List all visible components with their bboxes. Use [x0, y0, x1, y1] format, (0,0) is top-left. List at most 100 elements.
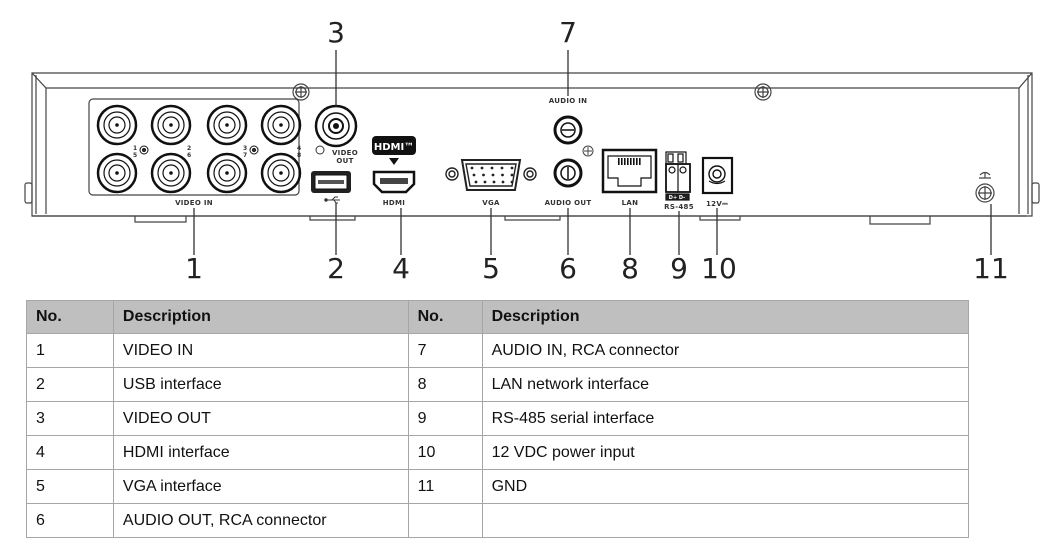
cell-no: 7 — [407, 333, 483, 368]
callout-number: 3 — [327, 16, 345, 49]
bnc-connector — [206, 152, 248, 194]
power-label: 12V⎓ — [706, 200, 728, 208]
rs485-label: RS-485 — [664, 203, 694, 211]
rs485-pin-labels: D+ D- — [669, 195, 685, 201]
screw-icon — [292, 83, 310, 101]
lan-pin — [621, 158, 623, 165]
hdmi-port: HDMI™ HDMI — [372, 136, 416, 207]
callout-number: 2 — [327, 252, 345, 285]
video-in-label: VIDEO IN — [175, 199, 213, 207]
screw-icon — [582, 145, 594, 157]
vga-pin — [472, 173, 476, 177]
vga-pin — [492, 180, 496, 184]
ground-screw — [975, 171, 995, 203]
audio-out-label: AUDIO OUT — [545, 199, 592, 207]
lan-pin — [633, 158, 635, 165]
audio-in-label: AUDIO IN — [549, 97, 588, 105]
channel-number: 3 — [243, 145, 247, 152]
usb-port — [311, 171, 351, 204]
hdmi-badge-logo: HDMI™ — [374, 142, 414, 153]
bnc-connector — [150, 152, 192, 194]
chassis — [24, 72, 1040, 225]
channel-number: 8 — [297, 152, 301, 159]
vga-pin — [470, 166, 474, 170]
cell-no: 9 — [407, 401, 483, 436]
callout-number: 4 — [392, 252, 410, 285]
video-out-label-line2: OUT — [336, 157, 353, 165]
cell-description: VIDEO OUT — [112, 401, 409, 436]
video-out-label-line1: VIDEO — [332, 149, 358, 157]
bnc-connector — [96, 104, 138, 146]
audio-in-rca-port: AUDIO IN — [549, 97, 588, 145]
cell-no: 11 — [407, 469, 483, 504]
callout-number: 5 — [482, 252, 500, 285]
table-row: 6 AUDIO OUT, RCA connector — [26, 503, 970, 538]
lan-pin — [630, 158, 632, 165]
cell-description: HDMI interface — [112, 435, 409, 470]
vga-pin — [501, 180, 505, 184]
bnc-connector — [260, 104, 302, 146]
callout-number: 8 — [621, 252, 639, 285]
callout-number: 6 — [559, 252, 577, 285]
lan-pin — [639, 158, 641, 165]
rs485-terminal: D+ D- RS-485 — [664, 151, 694, 211]
cell-no: 4 — [26, 435, 114, 470]
header-no-left: No. — [26, 300, 114, 334]
table-row: 1 VIDEO IN 7 AUDIO IN, RCA connector — [26, 333, 970, 368]
vga-pin — [510, 166, 514, 170]
lan-pin — [618, 158, 620, 165]
cell-description: VIDEO IN — [112, 333, 409, 368]
channel-number: 7 — [243, 152, 247, 159]
ground-symbol-icon — [979, 171, 991, 179]
cell-no: 3 — [26, 401, 114, 436]
cell-no: 8 — [407, 367, 483, 402]
vga-pin — [491, 173, 495, 177]
cell-no: 6 — [26, 503, 114, 538]
screw-icon — [754, 83, 772, 101]
vga-pin — [500, 166, 504, 170]
vga-pin — [480, 166, 484, 170]
channel-number: 6 — [187, 152, 191, 159]
channel-number: 4 — [297, 145, 301, 152]
vga-pin — [474, 180, 478, 184]
port-description-table: No. Description No. Description 1 VIDEO … — [26, 300, 970, 538]
table-row: 4 HDMI interface 10 12 VDC power input — [26, 435, 970, 470]
cell-description: AUDIO OUT, RCA connector — [112, 503, 409, 538]
arrow-down-icon — [389, 158, 399, 165]
cell-no: 10 — [407, 435, 483, 470]
vga-pin — [483, 180, 487, 184]
vga-pin — [490, 166, 494, 170]
vga-pin — [510, 173, 514, 177]
bnc-connector — [96, 152, 138, 194]
table-row: 5 VGA interface 11 GND — [26, 469, 970, 504]
hdmi-label: HDMI — [383, 199, 405, 207]
header-description-left: Description — [112, 300, 409, 334]
vga-pin — [501, 173, 504, 177]
video-out-bnc-port: VIDEO OUT — [314, 104, 358, 165]
channel-number: 5 — [133, 152, 137, 159]
lan-pin — [627, 158, 629, 165]
table-header-row: No. Description No. Description — [26, 300, 970, 334]
cell-description: GND — [481, 469, 970, 504]
channel-number: 1 — [133, 145, 137, 152]
cell-no: 5 — [26, 469, 114, 504]
callout-number: 7 — [559, 16, 577, 49]
vga-port: VGA — [445, 159, 537, 207]
channel-number: 2 — [187, 145, 191, 152]
callout-number: 10 — [701, 252, 737, 285]
dc-power-jack: 12V⎓ — [701, 156, 734, 208]
table-row: 3 VIDEO OUT 9 RS-485 serial interface — [26, 401, 970, 436]
cell-description: 12 VDC power input — [481, 435, 970, 470]
cell-description — [481, 503, 970, 538]
bnc-connector — [150, 104, 192, 146]
cell-description: RS-485 serial interface — [481, 401, 970, 436]
callout-number: 1 — [185, 252, 203, 285]
lan-pin — [624, 158, 626, 165]
cell-description: LAN network interface — [481, 367, 970, 402]
lan-pin — [636, 158, 638, 165]
vga-pin — [510, 180, 514, 184]
vga-label: VGA — [482, 199, 500, 207]
table-row: 2 USB interface 8 LAN network interface — [26, 367, 970, 402]
